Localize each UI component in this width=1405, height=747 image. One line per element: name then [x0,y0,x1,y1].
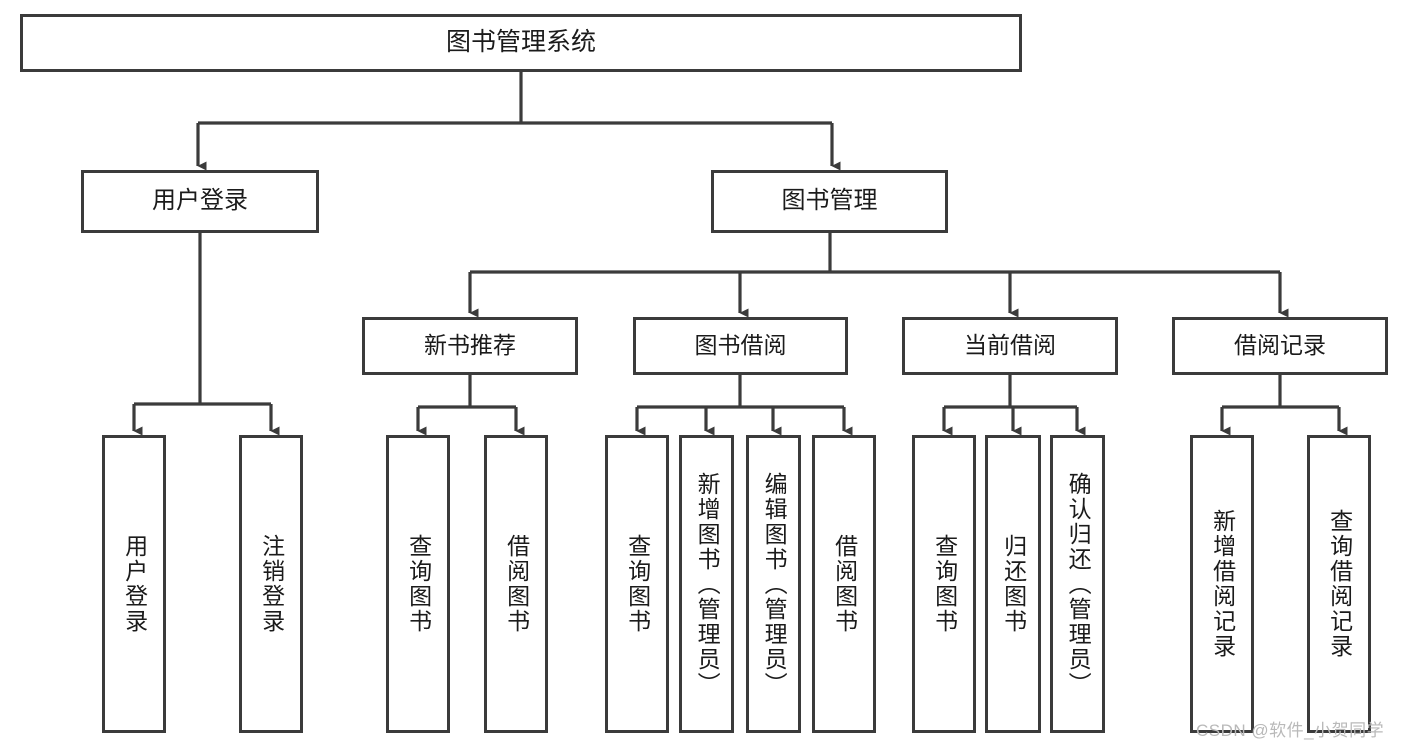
node-borrow-book-recommend-label: 借阅图书 [503,534,530,634]
node-add-borrow-record[interactable]: 新增借阅记录 [1190,435,1254,733]
node-query-book-recommend[interactable]: 查询图书 [386,435,450,733]
node-logout-leaf-label: 注销登录 [258,534,285,634]
node-query-borrow-record[interactable]: 查询借阅记录 [1307,435,1371,733]
node-logout-leaf[interactable]: 注销登录 [239,435,303,733]
node-book-borrow-label: 图书借阅 [694,332,787,359]
node-new-book-recommend-label: 新书推荐 [424,332,516,359]
node-query-book-current[interactable]: 查询图书 [912,435,976,733]
node-add-borrow-record-label: 新增借阅记录 [1209,509,1236,659]
node-book-manage[interactable]: 图书管理 [711,170,948,233]
node-current-borrow[interactable]: 当前借阅 [902,317,1118,375]
node-query-book-borrow[interactable]: 查询图书 [605,435,669,733]
node-query-borrow-record-label: 查询借阅记录 [1326,509,1353,659]
csdn-watermark: CSDN @软件_小贺同学 [1196,721,1385,740]
node-query-book-borrow-label: 查询图书 [624,534,651,634]
node-book-manage-label: 图书管理 [781,187,878,215]
node-borrow-book-recommend[interactable]: 借阅图书 [484,435,548,733]
node-query-book-recommend-label: 查询图书 [405,534,432,634]
node-confirm-return-admin-label: 确认归还（管理员） [1065,471,1092,697]
node-book-borrow[interactable]: 图书借阅 [633,317,848,375]
node-borrow-book-borrow-label: 借阅图书 [831,534,858,634]
node-current-borrow-label: 当前借阅 [964,332,1056,359]
node-user-login[interactable]: 用户登录 [81,170,319,233]
node-user-login-leaf-label: 用户登录 [121,534,148,634]
node-user-login-label: 用户登录 [152,187,248,215]
node-add-book-admin[interactable]: 新增图书（管理员） [679,435,734,733]
node-query-book-current-label: 查询图书 [931,534,958,634]
node-new-book-recommend[interactable]: 新书推荐 [362,317,578,375]
node-confirm-return-admin[interactable]: 确认归还（管理员） [1050,435,1105,733]
node-return-book-current[interactable]: 归还图书 [985,435,1041,733]
node-root[interactable]: 图书管理系统 [20,14,1022,72]
node-return-book-current-label: 归还图书 [1000,534,1027,634]
node-borrow-record-label: 借阅记录 [1234,332,1326,359]
node-borrow-book-borrow[interactable]: 借阅图书 [812,435,876,733]
node-edit-book-admin[interactable]: 编辑图书（管理员） [746,435,801,733]
node-user-login-leaf[interactable]: 用户登录 [102,435,166,733]
node-add-book-admin-label: 新增图书（管理员） [694,471,721,697]
node-borrow-record[interactable]: 借阅记录 [1172,317,1388,375]
node-edit-book-admin-label: 编辑图书（管理员） [761,471,788,697]
node-root-label: 图书管理系统 [445,28,596,57]
